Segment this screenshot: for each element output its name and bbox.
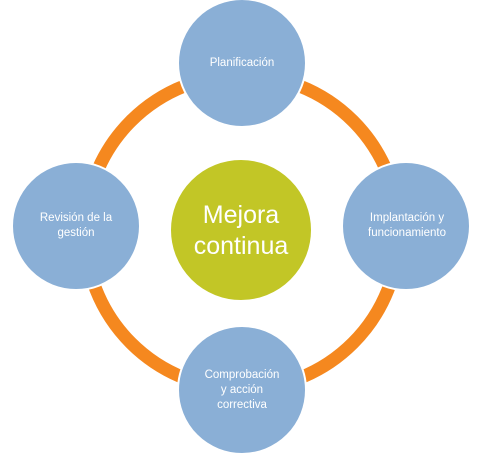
node-circle-revision <box>11 161 141 291</box>
center-circle <box>169 158 313 302</box>
node-circle-implantacion <box>341 161 471 291</box>
node-circle-planificacion <box>177 0 307 128</box>
node-circle-comprobacion <box>177 325 307 455</box>
